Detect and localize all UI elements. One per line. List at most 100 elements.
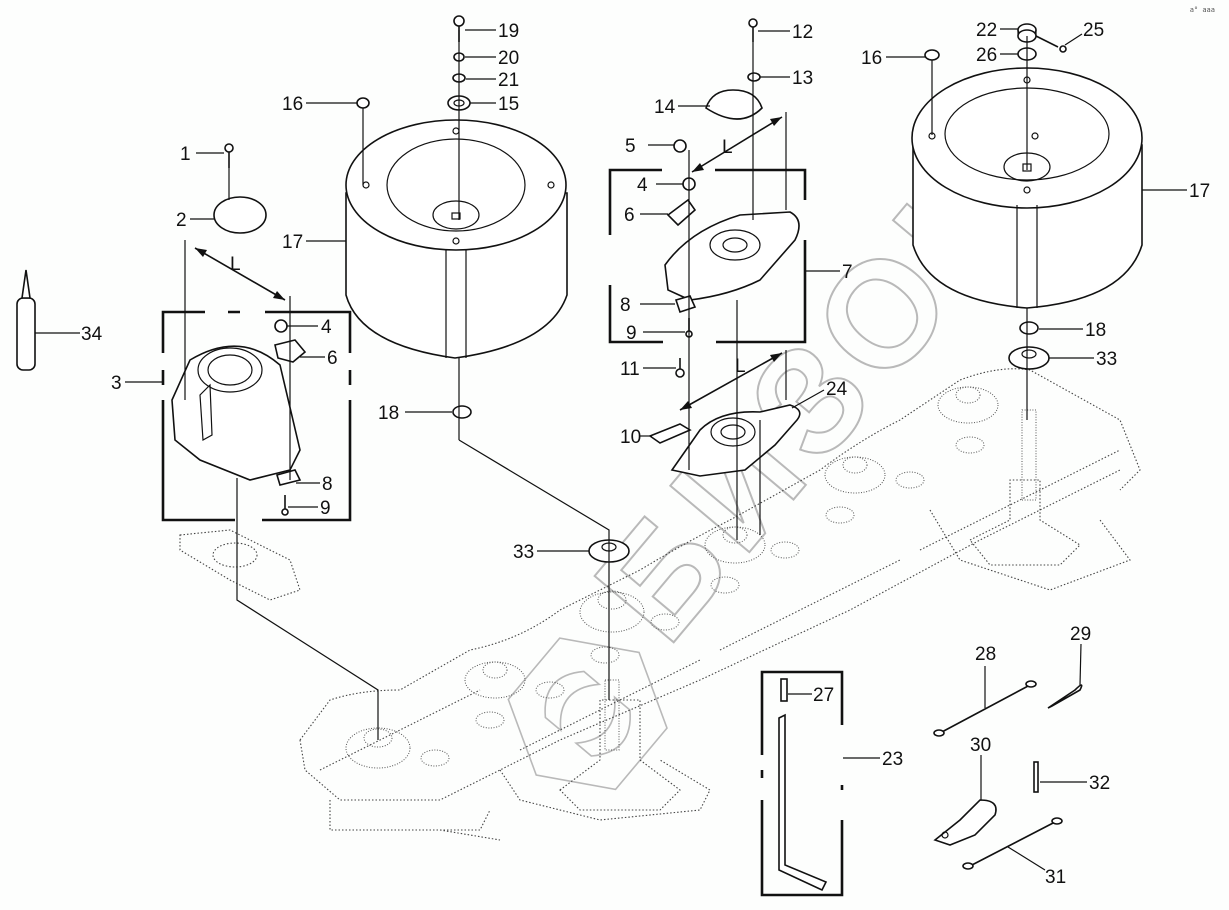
cover-plate-2 <box>213 196 267 234</box>
callout-29: 29 <box>1070 624 1091 686</box>
callout-3: 3 <box>111 373 162 394</box>
callout-13: 13 <box>760 68 813 89</box>
hub <box>345 727 411 769</box>
gearbox-right <box>969 409 1081 566</box>
callout-label: 20 <box>498 48 519 69</box>
callout-label: 13 <box>792 68 813 89</box>
callout-label: 29 <box>1070 624 1091 645</box>
callout-label: 14 <box>654 97 676 118</box>
callout-label: 30 <box>970 735 991 756</box>
callout-label: 12 <box>792 22 813 43</box>
callout-label: 7 <box>842 262 853 283</box>
cable-31 <box>962 817 1063 870</box>
callout-label: 21 <box>498 70 519 91</box>
callout-15: 15 <box>470 94 519 115</box>
callout-label: 11 <box>620 359 640 380</box>
hub <box>579 590 645 633</box>
nut-5 <box>673 139 687 153</box>
screw-25 <box>1035 35 1067 53</box>
strip-27 <box>780 678 788 702</box>
callout-label: 2 <box>176 210 187 231</box>
dimension-label: L <box>230 254 241 275</box>
pin-29 <box>1047 684 1083 709</box>
grease-tube-34 <box>16 269 36 371</box>
callout-label: 9 <box>320 498 331 519</box>
callout-4-left: 4 <box>287 317 332 338</box>
callout-label: 18 <box>1085 320 1106 341</box>
callout-10: 10 <box>620 427 652 448</box>
ring-18a <box>452 405 472 419</box>
callout-label: 10 <box>620 427 641 448</box>
callout-label: 16 <box>282 94 303 115</box>
callout-label: 17 <box>1189 181 1210 202</box>
callout-9-right: 9 <box>626 323 685 344</box>
callout-32: 32 <box>1040 773 1110 794</box>
callout-17-right: 17 <box>1142 181 1210 202</box>
callout-8-right: 8 <box>620 295 675 316</box>
callout-label: 34 <box>81 324 103 345</box>
drum-housing-3 <box>171 339 307 486</box>
callout-33-right: 33 <box>1049 349 1117 370</box>
callout-6-right: 6 <box>624 205 668 226</box>
callout-19: 19 <box>465 21 519 42</box>
bolt-11 <box>675 358 685 378</box>
nut-4a <box>274 319 288 333</box>
bolt-12 <box>748 18 758 42</box>
callout-label: 9 <box>626 323 637 344</box>
callout-16-right: 16 <box>861 48 925 69</box>
bracket-30 <box>933 799 997 846</box>
callout-label: 28 <box>975 644 996 665</box>
callout-5: 5 <box>625 136 674 157</box>
callout-label: 24 <box>826 379 848 400</box>
ring-18b <box>1019 321 1039 335</box>
callout-label: 15 <box>498 94 519 115</box>
callout-label: 8 <box>322 474 333 495</box>
callout-4-right: 4 <box>637 175 683 196</box>
callout-12: 12 <box>758 22 813 43</box>
callout-18-right: 18 <box>1039 320 1106 341</box>
blade-10 <box>648 423 692 444</box>
dimension-label: L <box>722 137 733 158</box>
callout-label: 33 <box>1096 349 1117 370</box>
dimension-l-upper: L <box>691 112 787 210</box>
callout-26: 26 <box>976 45 1018 66</box>
cap-16b <box>924 49 940 61</box>
callout-16-left: 16 <box>282 94 357 115</box>
callout-label: 4 <box>321 317 332 338</box>
kit-frame-3 <box>161 310 352 522</box>
callout-21: 21 <box>466 70 519 91</box>
callout-label: 1 <box>180 144 191 165</box>
dimension-label: L <box>735 356 746 377</box>
hub <box>824 456 886 494</box>
cutter-bar-assembly <box>179 368 1141 841</box>
callout-label: 3 <box>111 373 122 394</box>
callout-label: 6 <box>327 348 338 369</box>
callout-label: 25 <box>1083 20 1104 41</box>
bolt-9a <box>281 495 289 516</box>
callout-28: 28 <box>975 644 996 708</box>
callout-8-left: 8 <box>296 474 333 495</box>
callout-label: 22 <box>976 20 997 41</box>
hub <box>464 661 526 699</box>
callout-23: 23 <box>843 749 903 770</box>
callout-6-left: 6 <box>300 348 338 369</box>
callout-14: 14 <box>654 97 710 118</box>
bolt-1 <box>224 143 234 168</box>
assembly-lines <box>228 30 1028 740</box>
callout-24: 24 <box>791 379 848 409</box>
callout-label: 8 <box>620 295 631 316</box>
callout-17-left: 17 <box>282 232 346 253</box>
callout-20: 20 <box>465 48 519 69</box>
callout-label: 5 <box>625 136 636 157</box>
washer-33b <box>1008 346 1050 370</box>
rotor-disc-7 <box>664 198 800 314</box>
callout-label: 6 <box>624 205 635 226</box>
callout-label: 17 <box>282 232 303 253</box>
callout-label: 32 <box>1089 773 1110 794</box>
callout-label: 27 <box>813 685 834 706</box>
callout-1: 1 <box>180 144 224 165</box>
callout-11: 11 <box>620 359 676 380</box>
callout-9-left: 9 <box>288 498 331 519</box>
